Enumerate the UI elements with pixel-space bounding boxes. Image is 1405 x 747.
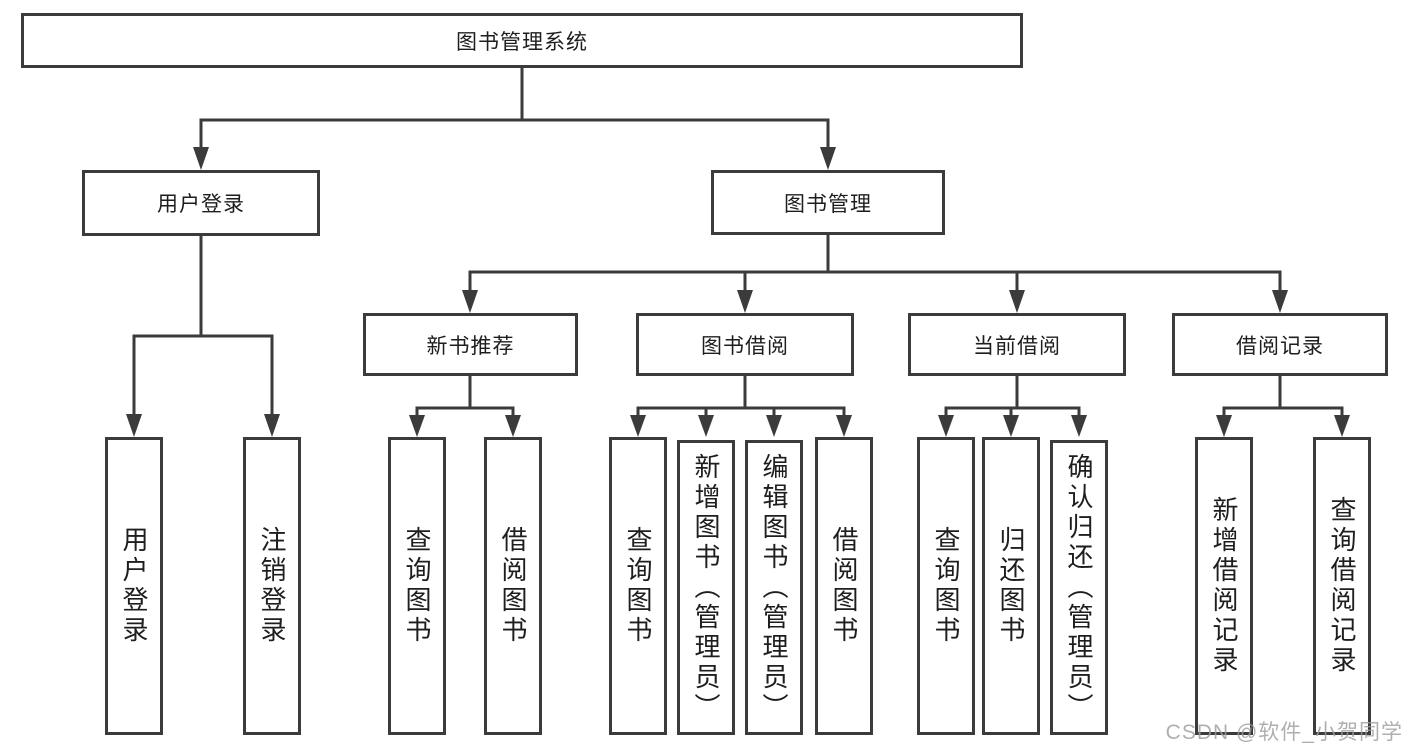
leaf-borrow-book-1: 借阅图书 [484,437,542,735]
node-current-borrow-label: 当前借阅 [973,334,1061,358]
leaf-query-book-3: 查询图书 [917,437,975,735]
node-root-label: 图书管理系统 [456,30,588,54]
leaf-borrow-book-2: 借阅图书 [815,437,873,735]
node-user-login-label: 用户登录 [157,193,245,216]
leaf-edit-book: 编辑图书（管理员） [745,440,803,735]
csdn-watermark: CSDN @软件_小贺同学 [1165,721,1403,744]
leaf-query-book-1-label: 查询图书 [402,526,432,646]
leaf-query-book-3-label: 查询图书 [931,526,961,646]
leaf-user-login: 用户登录 [105,437,163,735]
leaf-return-book: 归还图书 [982,437,1040,735]
node-new-book-recommend-label: 新书推荐 [426,334,515,358]
leaf-edit-book-label: 编辑图书（管理员） [759,452,789,723]
leaf-query-book-2-label: 查询图书 [623,526,653,646]
leaf-confirm-return: 确认归还（管理员） [1050,440,1108,735]
node-book-management-label: 图书管理 [784,192,872,216]
leaf-query-book-1: 查询图书 [388,437,446,735]
node-user-login: 用户登录 [82,170,320,236]
leaf-add-borrow-record-label: 新增借阅记录 [1209,496,1239,676]
node-book-borrow: 图书借阅 [636,313,854,376]
leaf-add-book-label: 新增图书（管理员） [691,452,721,723]
leaf-confirm-return-label: 确认归还（管理员） [1064,452,1094,723]
node-borrow-record-label: 借阅记录 [1236,334,1324,358]
leaf-query-borrow-record-label: 查询借阅记录 [1327,496,1357,676]
node-new-book-recommend: 新书推荐 [363,313,578,376]
leaf-borrow-book-1-label: 借阅图书 [498,526,528,646]
leaf-logout-label: 注销登录 [257,526,287,646]
leaf-add-book: 新增图书（管理员） [677,440,735,735]
leaf-return-book-label: 归还图书 [996,526,1026,646]
leaf-query-borrow-record: 查询借阅记录 [1313,437,1371,735]
node-current-borrow: 当前借阅 [908,313,1126,376]
leaf-add-borrow-record: 新增借阅记录 [1195,437,1253,735]
leaf-user-login-label: 用户登录 [119,526,149,646]
node-book-borrow-label: 图书借阅 [701,334,789,358]
leaf-logout: 注销登录 [243,437,301,735]
node-book-management: 图书管理 [711,170,945,235]
leaf-borrow-book-2-label: 借阅图书 [829,526,859,646]
leaf-query-book-2: 查询图书 [609,437,667,735]
node-borrow-record: 借阅记录 [1172,313,1388,376]
node-root: 图书管理系统 [21,13,1023,68]
